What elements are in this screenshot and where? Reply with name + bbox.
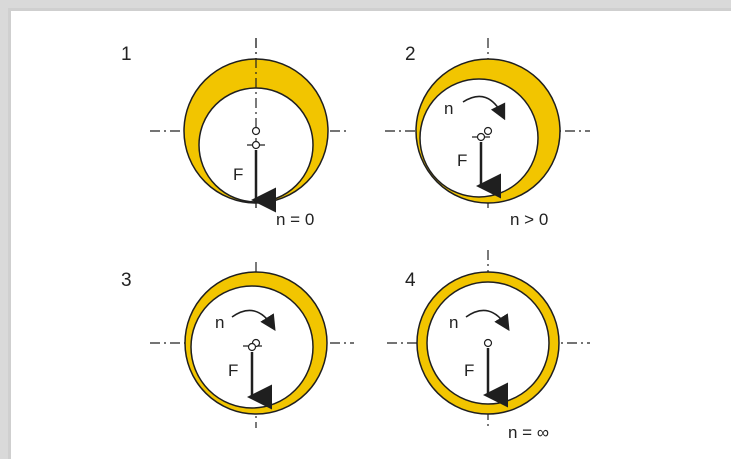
speed-label: n = ∞ [508,423,549,442]
panel-2: 2 n F n > 0 [385,38,590,229]
shaft-center [476,132,486,142]
panel-number: 2 [405,44,416,65]
panel-number: 3 [121,270,132,291]
rotation-arrow [462,95,506,121]
panel-1: 1 F n = 0 [121,38,350,229]
housing-center [251,126,261,136]
shaft-center [483,338,493,348]
force-label: F [464,361,474,380]
shaft-center [251,140,261,150]
force-label: F [228,361,238,380]
force-label: F [457,151,467,170]
diagram-frame [8,8,731,459]
force-label: F [233,165,243,184]
housing-center [483,126,493,136]
panel-4: 4 n F n = ∞ [387,250,590,442]
shaft-center [247,342,257,352]
panel-number: 1 [121,44,132,65]
rotation-label: n [449,313,458,332]
panel-3: 3 n F [121,262,354,428]
rotation-label: n [215,313,224,332]
panel-number: 4 [405,270,416,291]
rotation-arrow [465,309,510,332]
speed-label: n = 0 [276,210,314,229]
rotation-arrow [231,309,276,332]
speed-label: n > 0 [510,210,548,229]
rotation-label: n [444,99,453,118]
